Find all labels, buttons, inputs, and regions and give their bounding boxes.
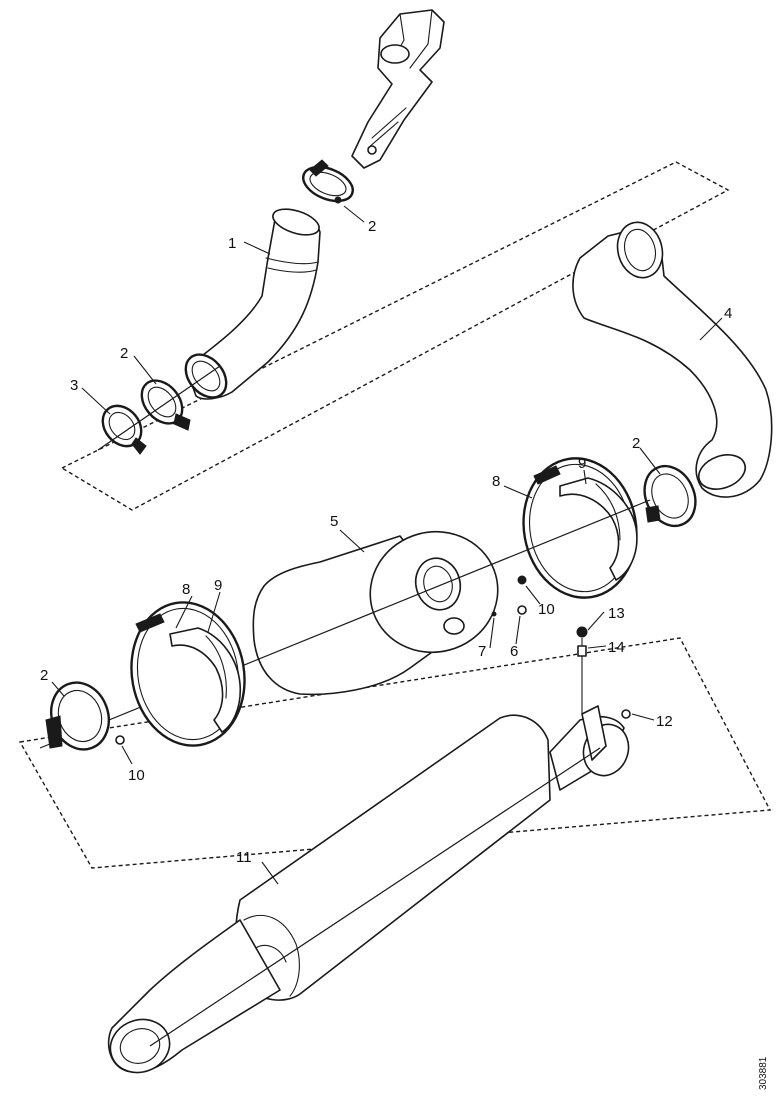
callout-8-left: 8 (182, 581, 190, 598)
clamp-part-3 (101, 404, 147, 455)
heat-shield-right (559, 477, 638, 581)
callout-13: 13 (608, 605, 625, 622)
callout-10-right: 10 (538, 601, 555, 618)
callout-12: 12 (656, 713, 673, 730)
callout-2-top: 2 (368, 218, 376, 235)
axis-upper-pipe (97, 365, 221, 451)
frame-upper-subassembly (60, 161, 730, 511)
clamp-upper-left (140, 379, 191, 431)
reference-code: 303881 (758, 1056, 769, 1090)
callout-9-right: 9 (578, 455, 586, 472)
axis-center (39, 499, 651, 749)
callout-9-left: 9 (214, 577, 222, 594)
axis-rear-silencer (149, 747, 601, 1047)
callout-11: 11 (236, 849, 252, 866)
small-hardware (115, 575, 527, 745)
callout-14: 14 (608, 639, 625, 656)
rear-silencer (107, 705, 630, 1074)
clamp-right (643, 464, 697, 528)
callout-3: 3 (70, 377, 78, 394)
callout-5: 5 (330, 513, 338, 530)
callout-2-upper-left: 2 (120, 345, 128, 362)
callout-4: 4 (724, 305, 732, 322)
callout-2-lower-left: 2 (40, 667, 48, 684)
callout-2-right: 2 (632, 435, 640, 452)
leader-lines (51, 205, 723, 885)
heat-shield-left (169, 627, 242, 733)
callout-8-right: 8 (492, 473, 500, 490)
callout-10-left: 10 (128, 767, 145, 784)
front-pipe (184, 208, 321, 400)
clamp-top (302, 159, 354, 204)
muffler-main (252, 530, 499, 696)
clamp-lower-left (45, 681, 110, 751)
callout-labels: 1 2 2 3 4 2 9 8 5 10 13 14 7 6 8 9 2 10 … (40, 218, 732, 866)
rear-bent-pipe (572, 221, 773, 498)
callout-6: 6 (510, 643, 518, 660)
engine-bracket (351, 9, 445, 169)
frame-lower-subassembly (18, 637, 772, 869)
callout-7: 7 (478, 643, 486, 660)
mount-hardware (576, 626, 631, 719)
callout-1: 1 (228, 235, 236, 252)
